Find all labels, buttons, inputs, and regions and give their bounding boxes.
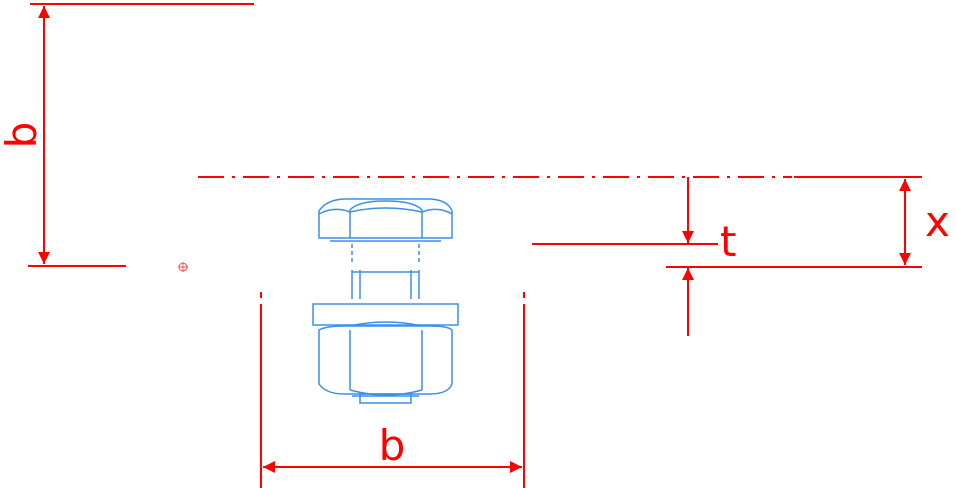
- vertical-b-label: b: [0, 122, 46, 149]
- vertical-b-dimension: [28, 3, 254, 267]
- horizontal-b-label: b: [379, 421, 406, 470]
- washer-plate: [312, 303, 459, 326]
- thickness-offset-dimensions: [532, 177, 922, 336]
- top-nut: [318, 198, 453, 239]
- horizontal-b-dimension: [260, 292, 525, 488]
- stud-tip: [359, 393, 412, 404]
- thickness-label: t: [720, 217, 736, 266]
- bottom-nut: [318, 321, 453, 396]
- crosshair-circle-icon: [178, 262, 188, 272]
- offset-label: x: [925, 197, 950, 246]
- bolt-assembly: [312, 198, 459, 404]
